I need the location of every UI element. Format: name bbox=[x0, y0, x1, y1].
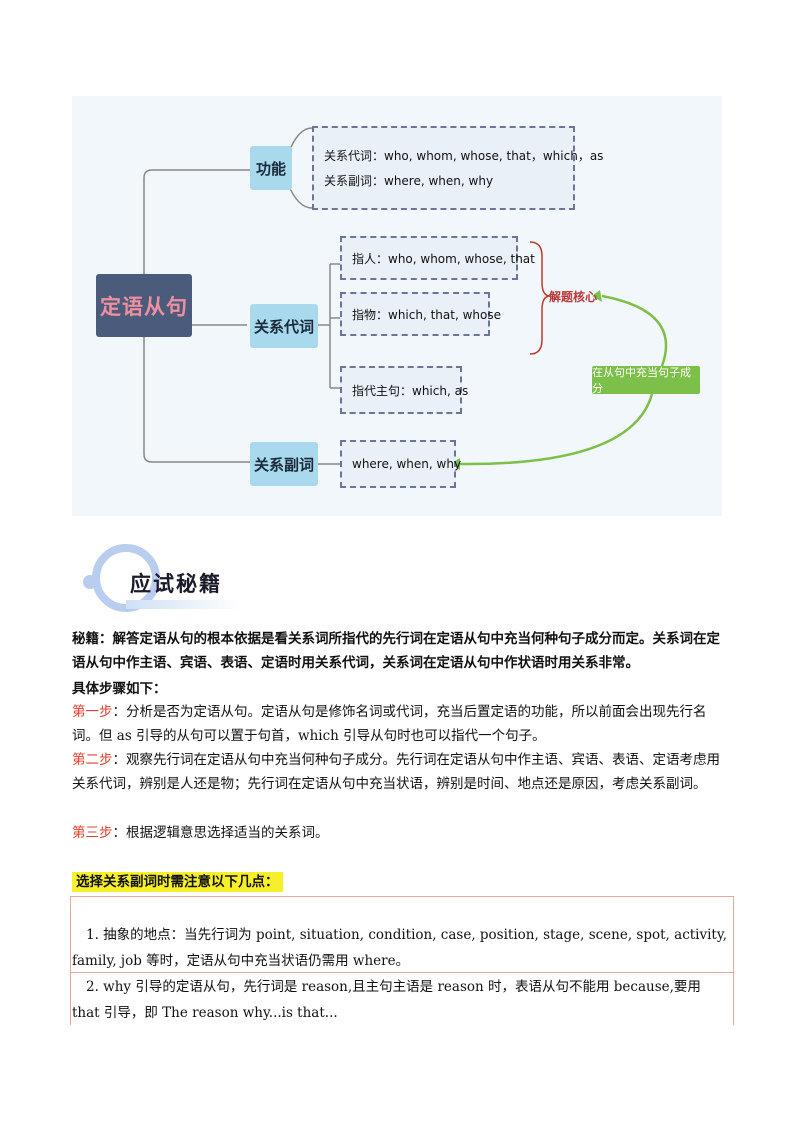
note-item-2: 2. why 引导的定语从句，先行词是 reason,且主句主语是 reason… bbox=[72, 979, 701, 1021]
leaf-adverb: where, when, why bbox=[340, 440, 462, 488]
category-relative-pronoun: 关系代词 bbox=[250, 304, 318, 348]
leaf-pronoun-clause: 指代主句：which, as bbox=[340, 366, 469, 414]
core-label: 解题核心 bbox=[549, 290, 598, 304]
connector-lines bbox=[143, 127, 668, 470]
notes-divider bbox=[70, 972, 733, 973]
step-1-label: 第一步 bbox=[72, 704, 113, 720]
leaf-text: 指代主句：which, as bbox=[352, 383, 469, 398]
leaf-function-pronouns: 关系代词：who, whom, whose, that，which，as bbox=[324, 149, 604, 163]
step-2-text: ：观察先行词在定语从句中充当何种句子成分。先行词在定语从句中作主语、宾语、表语、… bbox=[72, 752, 720, 792]
leaf-pronoun-person: 指人：who, whom, whose, that bbox=[340, 236, 535, 280]
banner-decoration bbox=[83, 544, 244, 612]
secret-paragraph: 秘籍：解答定语从句的根本依据是看关系词所指代的先行词在定语从句中充当何种句子成分… bbox=[72, 631, 720, 671]
leaf-text: 指人：who, whom, whose, that bbox=[352, 251, 535, 266]
leaf-text: 指物：which, that, whose bbox=[352, 307, 501, 322]
notes-box bbox=[70, 896, 734, 1025]
green-label: 在从句中充当句子成分 bbox=[592, 366, 700, 395]
mindmap-root: 定语从句 bbox=[96, 274, 192, 337]
note-item-1: 1. 抽象的地点：当先行词为 point, situation, conditi… bbox=[72, 927, 727, 969]
step-3-text: ：根据逻辑意思选择适当的关系词。 bbox=[112, 825, 329, 841]
category-relative-adverb: 关系副词 bbox=[250, 442, 318, 486]
step-3: 第三步：根据逻辑意思选择适当的关系词。 bbox=[72, 822, 728, 846]
step-1: 第一步：分析是否为定语从句。定语从句是修饰名词或代词，充当后置定语的功能，所以前… bbox=[72, 701, 728, 748]
category-function: 功能 bbox=[250, 146, 292, 190]
leaf-function-list: 关系代词：who, whom, whose, that，which，as 关系副… bbox=[312, 126, 604, 210]
section-banner: 应试秘籍 bbox=[70, 542, 250, 614]
banner-title: 应试秘籍 bbox=[130, 572, 222, 596]
step-2-label: 第二步 bbox=[72, 752, 113, 768]
leaf-text: where, when, why bbox=[352, 457, 462, 471]
leaf-pronoun-thing: 指物：which, that, whose bbox=[340, 292, 501, 336]
step-2: 第二步：观察先行词在定语从句中充当何种句子成分。先行词在定语从句中作主语、宾语、… bbox=[72, 749, 728, 796]
mindmap-diagram: 定语从句 功能 关系代词 关系副词 关系代词：who, whom, whose,… bbox=[72, 96, 722, 516]
leaf-function-adverbs: 关系副词：where, when, why bbox=[324, 174, 494, 188]
step-1-text: ：分析是否为定语从句。定语从句是修饰名词或代词，充当后置定语的功能，所以前面会出… bbox=[72, 704, 707, 744]
steps-intro: 具体步骤如下： bbox=[72, 681, 167, 697]
notes-title: 选择关系副词时需注意以下几点： bbox=[72, 872, 283, 892]
step-3-label: 第三步 bbox=[72, 825, 113, 841]
